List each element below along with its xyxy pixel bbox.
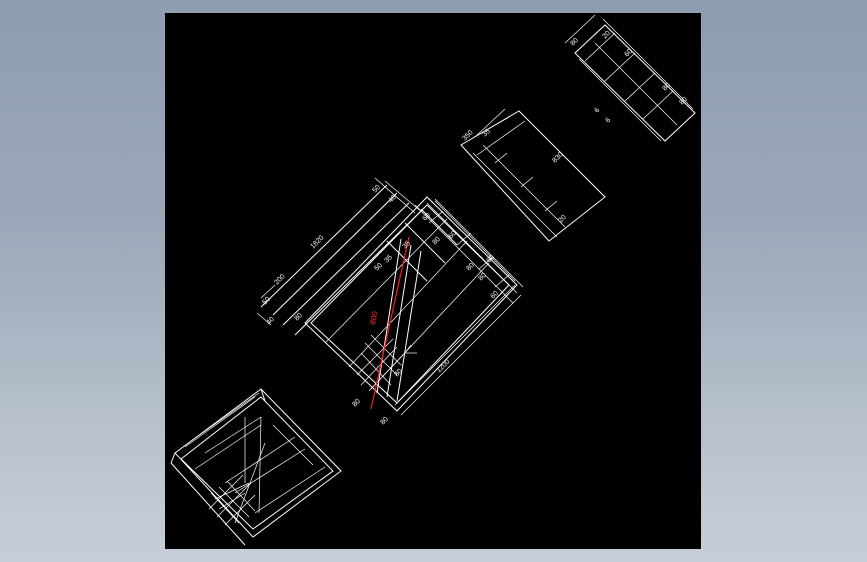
highlighted-dimension-line[interactable] [370,236,410,410]
dim-label: 1200 [435,358,451,374]
main-view-frame [304,196,518,412]
dim-label: 60 [489,290,500,301]
dim-label: 35 [401,240,412,251]
dim-label: 80 [465,262,476,273]
dim-label: 80 [293,312,304,323]
dim-label: 830 [551,151,564,164]
dim-label: 80 [393,368,404,379]
dim-label: 60 [421,212,432,223]
main-view-dim-chain [394,198,524,416]
dim-label: 50 [261,296,272,307]
dim-label: 35 [481,128,492,139]
dim-label: 80 [569,37,580,48]
dim-label: 20 [557,214,568,225]
dim-label: 40 [265,316,276,327]
main-view-brace [356,238,422,402]
cad-drawing-canvas[interactable]: 80 20 60 80 80 6 6 350 35 830 20 [165,13,701,549]
cad-drawing-viewport[interactable]: 80 20 60 80 80 6 6 350 35 830 20 [165,13,701,549]
main-view-rails [256,177,424,336]
dim-label: 80 [661,82,672,93]
dim-label: 80 [431,236,442,247]
dim-label: 80 [379,416,390,427]
dim-label: 35 [383,254,394,265]
dim-label: 20 [601,30,612,41]
dim-label: 80 [351,398,362,409]
detail-view-top-right [564,14,696,142]
detail-view-beam [460,108,606,242]
dim-label: 60 [485,254,496,265]
dim-label: 50 [371,184,382,195]
dim-label: 60 [623,48,634,59]
dim-label: 6 [593,107,601,115]
isometric-view [170,388,342,546]
dim-label: 350 [461,129,474,142]
dim-label: 1820 [309,234,325,250]
dim-label: 6 [604,117,612,125]
dim-label: 50 [373,262,384,273]
dim-label: 80 [477,272,488,283]
dim-label: 80 [678,96,689,107]
highlighted-dimension-label: 800 [368,310,380,325]
dim-label: 40 [387,194,398,205]
dim-label: 60 [447,230,458,241]
